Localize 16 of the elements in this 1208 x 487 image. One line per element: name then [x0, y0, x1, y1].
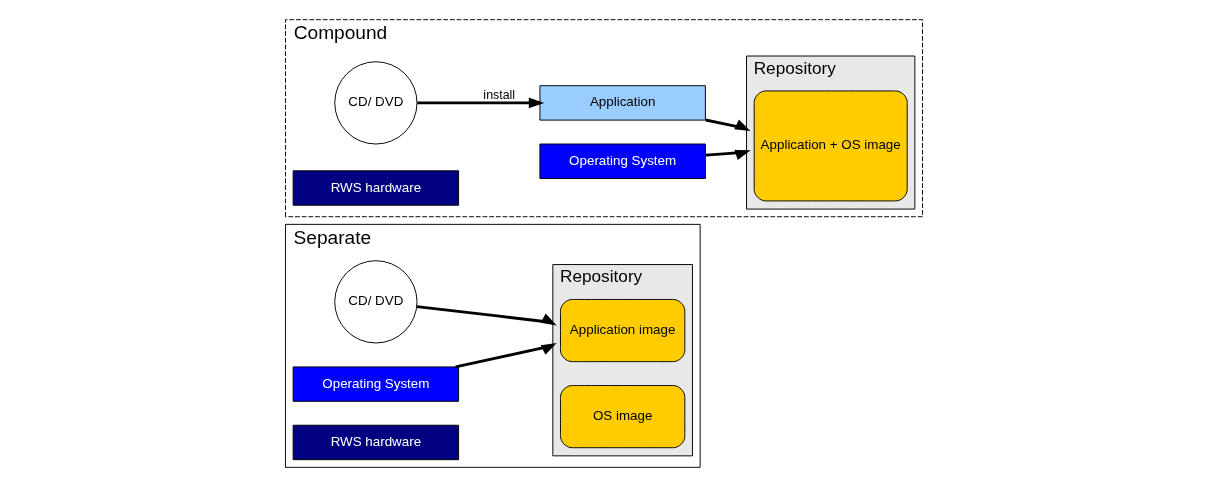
node-box: Application image: [560, 298, 686, 363]
node-box: RWS hardware: [292, 170, 460, 206]
node-circle: CD/ DVD: [334, 61, 418, 145]
node-box: Operating System: [292, 366, 460, 402]
edge-label: install: [483, 88, 516, 103]
arrow: [417, 97, 545, 109]
node-box: RWS hardware: [292, 424, 460, 461]
node-box: Application + OS image: [753, 90, 908, 202]
node-box: OS image: [560, 385, 686, 449]
node-box: Operating System: [539, 143, 706, 179]
arrow: [416, 305, 557, 326]
arrow: [705, 118, 751, 132]
node-circle: CD/ DVD: [334, 260, 418, 344]
arrow: [705, 149, 751, 161]
node-box: Application: [539, 85, 706, 121]
arrow: [455, 343, 557, 369]
